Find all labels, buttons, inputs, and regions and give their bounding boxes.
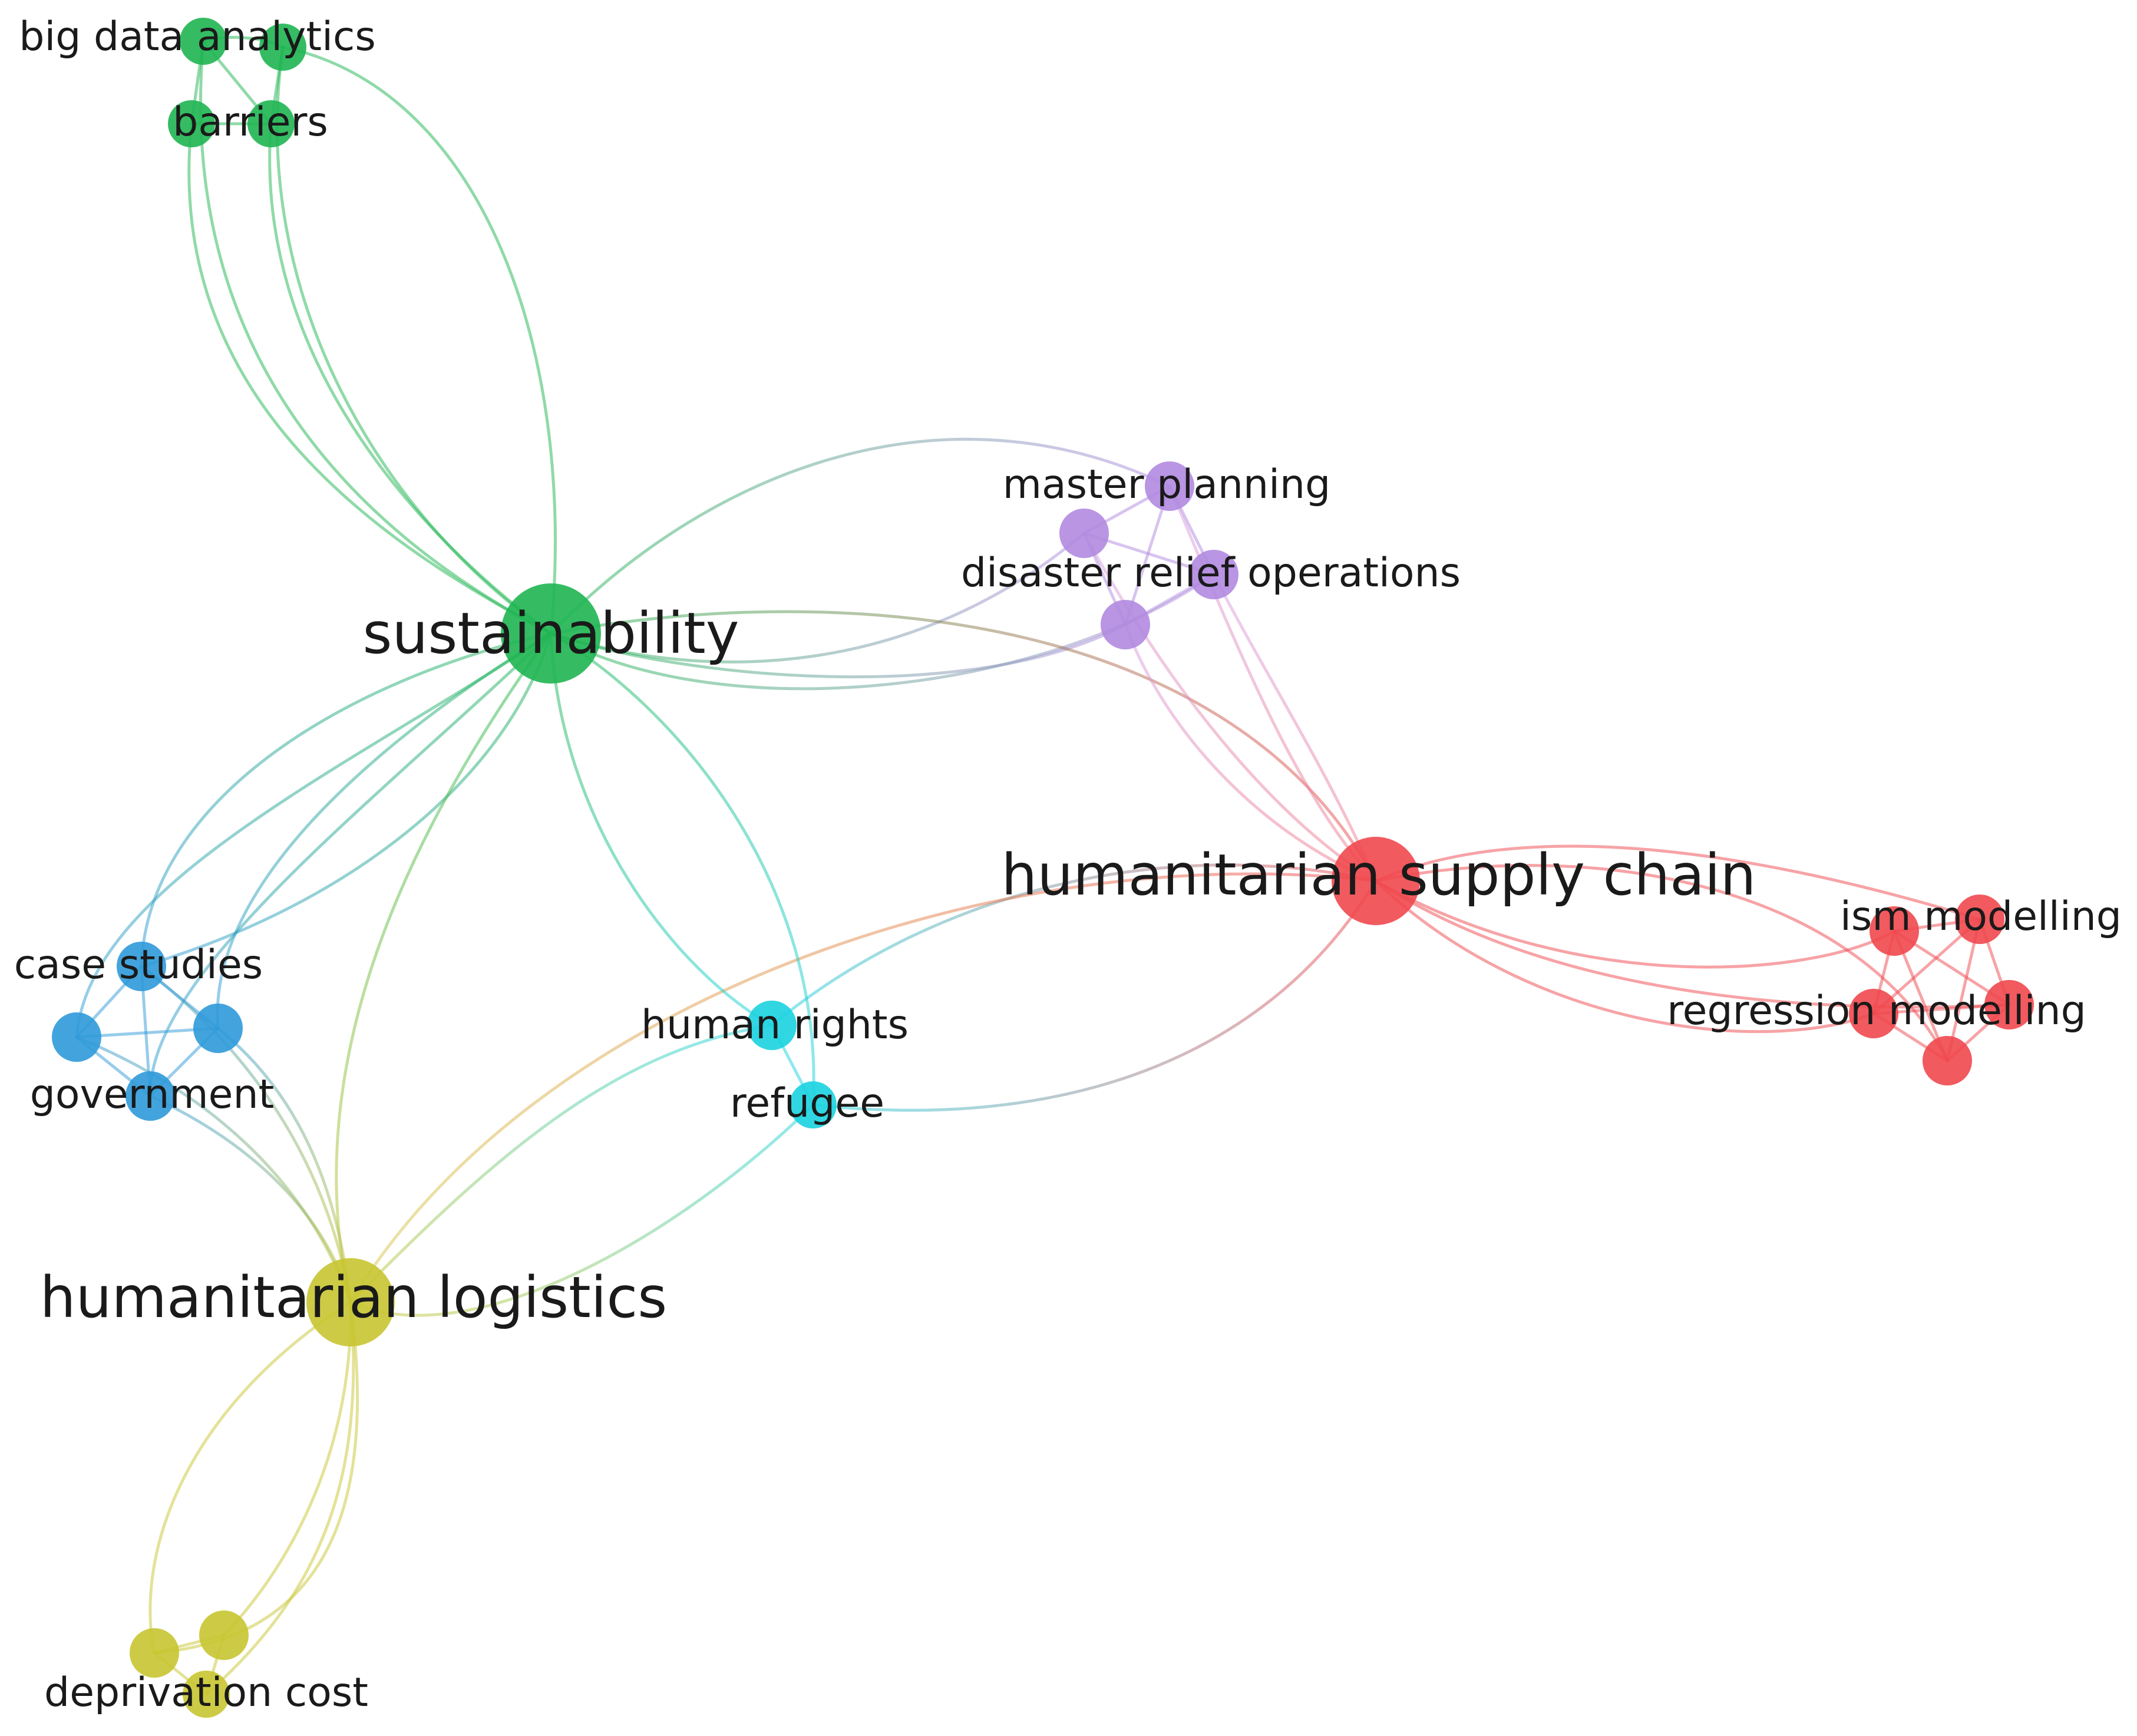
node-sustainability[interactable]: [501, 583, 601, 684]
edge: [281, 45, 557, 635]
edge: [811, 879, 1378, 1112]
node-purple-4[interactable]: [1101, 600, 1150, 649]
edge: [349, 872, 1378, 1304]
node-green-2[interactable]: [259, 24, 306, 71]
node-big-data-analytics[interactable]: [180, 18, 227, 65]
edge: [268, 122, 553, 635]
edge: [349, 1024, 774, 1304]
node-barriers[interactable]: [247, 100, 295, 147]
labels: sustainability humanitarian supply chain…: [14, 14, 2122, 1716]
edge: [140, 632, 553, 968]
label-master-planning: master planning: [1003, 461, 1330, 508]
edge: [1374, 864, 1949, 1062]
edge: [1374, 879, 1875, 1034]
edge: [204, 1301, 355, 1696]
edges: [75, 35, 2011, 1696]
edge: [222, 1301, 352, 1637]
edge: [549, 437, 1171, 635]
node-disaster-relief-operations[interactable]: [1189, 550, 1238, 599]
edge: [199, 39, 553, 635]
nodes: [52, 18, 2034, 1718]
label-humanitarian-logistics: humanitarian logistics: [40, 1265, 667, 1331]
edge: [549, 532, 1086, 664]
node-deprivation-cost[interactable]: [183, 1671, 230, 1718]
edge: [1168, 484, 1378, 883]
edge: [1212, 573, 1378, 883]
node-blue-2[interactable]: [193, 1004, 243, 1053]
node-regression-modelling[interactable]: [1849, 989, 1898, 1038]
edge: [75, 1035, 352, 1304]
edge: [216, 1027, 352, 1304]
edge: [349, 1103, 815, 1317]
node-master-planning[interactable]: [1145, 461, 1194, 511]
label-humanitarian-supply-chain: humanitarian supply chain: [1001, 842, 1756, 908]
label-big-data-analytics: big data analytics: [19, 14, 376, 60]
edge: [216, 632, 553, 1030]
edge: [148, 632, 553, 1098]
edge: [335, 632, 553, 1304]
edge: [187, 122, 553, 635]
edge: [140, 632, 553, 968]
node-government[interactable]: [125, 1071, 175, 1121]
label-deprivation-cost: deprivation cost: [44, 1669, 368, 1716]
node-ism-modelling[interactable]: [1870, 906, 1919, 956]
label-ism-modelling: ism modelling: [1840, 893, 2122, 940]
label-case-studies: case studies: [14, 942, 263, 988]
edge: [140, 965, 352, 1304]
node-purple-2[interactable]: [1059, 509, 1109, 558]
edge: [770, 863, 1378, 1027]
node-refugee[interactable]: [790, 1081, 837, 1128]
node-red-2[interactable]: [1955, 895, 2004, 944]
label-human-rights: human rights: [641, 1002, 909, 1048]
edge: [549, 632, 815, 1107]
node-yellow-2[interactable]: [130, 1628, 179, 1678]
edge: [75, 632, 553, 1039]
node-red-5[interactable]: [1923, 1036, 1972, 1085]
label-disaster-relief-operations: disaster relief operations: [961, 550, 1461, 596]
label-government: government: [30, 1071, 275, 1118]
node-blue-3[interactable]: [52, 1012, 101, 1062]
node-humanitarian-logistics[interactable]: [306, 1258, 395, 1346]
label-barriers: barriers: [173, 99, 328, 146]
label-sustainability: sustainability: [362, 600, 739, 666]
node-case-studies[interactable]: [117, 942, 166, 991]
node-yellow-3[interactable]: [199, 1610, 249, 1660]
node-red-3[interactable]: [1984, 980, 2034, 1029]
edge: [549, 610, 1378, 883]
edge: [1124, 623, 1378, 883]
label-regression-modelling: regression modelling: [1667, 988, 2086, 1034]
node-humanitarian-supply-chain[interactable]: [1332, 837, 1420, 925]
label-refugee: refugee: [730, 1080, 884, 1127]
node-human-rights[interactable]: [747, 1001, 797, 1050]
edge: [1374, 844, 1981, 921]
edge: [148, 1301, 352, 1655]
edge: [1374, 879, 1896, 969]
edge: [549, 632, 774, 1027]
node-green-3[interactable]: [168, 100, 215, 147]
